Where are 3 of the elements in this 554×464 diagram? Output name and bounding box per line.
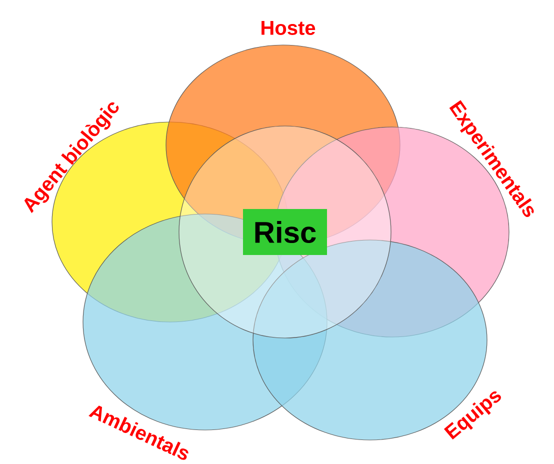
center-box: Risc	[243, 209, 327, 255]
category-label: Hoste	[262, 21, 316, 35]
venn-circle	[178, 126, 392, 338]
